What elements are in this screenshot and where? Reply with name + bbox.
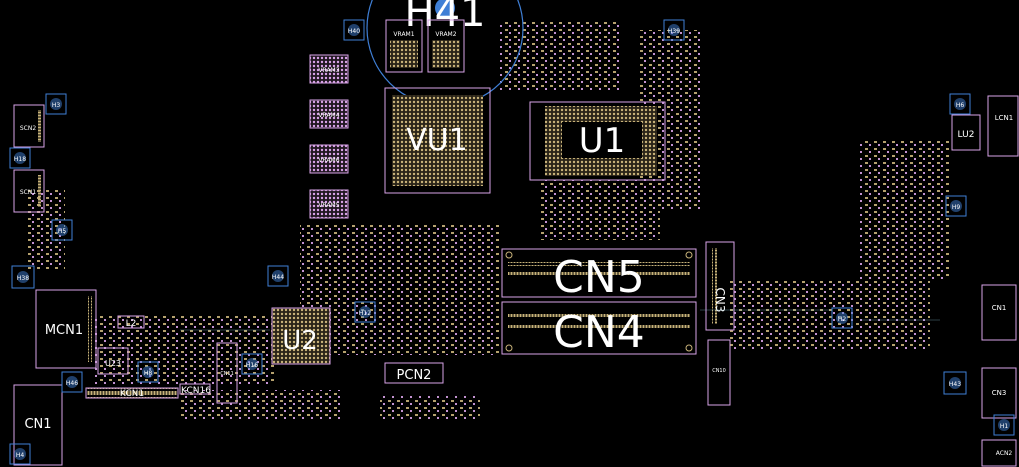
h43-label: H43 — [949, 381, 961, 388]
scn1-label: SCN1 — [20, 189, 36, 196]
connector-cn10[interactable]: CN10 — [707, 339, 731, 406]
mcn1-label: MCN1 — [45, 323, 83, 338]
hole-h6[interactable]: H6 — [949, 93, 971, 115]
hole-h8[interactable]: H8 — [137, 361, 159, 383]
cn10-label: CN10 — [712, 368, 726, 374]
chip-u2[interactable]: U2 — [271, 307, 331, 365]
vram-chip[interactable]: VRAM1 — [385, 19, 423, 73]
h46-label: H46 — [66, 380, 78, 387]
cn3-mid-label: CN3 — [713, 288, 727, 313]
connector-acn2[interactable]: ACN2 — [981, 439, 1017, 467]
l2-label: L2 — [126, 319, 137, 329]
h9-label: H9 — [952, 204, 961, 211]
chip-u23[interactable]: U23 — [97, 347, 129, 375]
acn2-label: ACN2 — [996, 450, 1013, 457]
h6-label: H6 — [956, 102, 965, 109]
h2-label: H2 — [838, 316, 847, 323]
cn1-right-label: CN1 — [992, 304, 1007, 312]
cpu-u1[interactable]: U1 — [529, 101, 666, 181]
cn4-label: CN4 — [553, 307, 645, 358]
h4-label: H4 — [16, 452, 25, 459]
hole-h16[interactable]: H16 — [241, 353, 263, 375]
hole-h12[interactable]: H12 — [354, 301, 376, 323]
hole-h39[interactable]: H39 — [663, 19, 685, 41]
inductor-l2[interactable]: L2 — [117, 315, 145, 329]
h16-label: H16 — [246, 362, 258, 369]
connector-mcn1[interactable]: MCN1 — [35, 289, 97, 369]
connector-lcn1[interactable]: LCN1 — [987, 95, 1019, 157]
cn11-label: CN11 — [220, 371, 234, 377]
dimm-slot-cn4[interactable]: CN4 — [501, 301, 697, 358]
h39-label: H39 — [668, 28, 680, 35]
u2-label: U2 — [282, 326, 318, 356]
h1-label: H1 — [1000, 423, 1009, 430]
vram-chips: VRAM1 VRAM2 VRAM3 VRAM4 VRAM6 VRAM5 — [309, 19, 465, 219]
vram3-label: VRAM3 — [318, 67, 339, 74]
scn2-label: SCN2 — [20, 125, 36, 132]
h40-label: H40 — [348, 28, 360, 35]
h8-label: H8 — [144, 370, 153, 377]
hole-h40[interactable]: H40 — [343, 19, 365, 41]
hole-h5[interactable]: H5 — [51, 219, 73, 241]
cn5-label: CN5 — [553, 252, 645, 303]
hole-h9[interactable]: H9 — [945, 195, 967, 217]
hole-h44[interactable]: H44 — [267, 265, 289, 287]
connector-scn1[interactable]: SCN1 — [13, 169, 45, 213]
vram5-label: VRAM5 — [318, 202, 339, 209]
hole-h2[interactable]: H2 — [831, 307, 853, 329]
gpu-vu1[interactable]: VU1 — [384, 87, 491, 194]
hole-h4[interactable]: H4 — [9, 443, 31, 465]
vram-chip[interactable]: VRAM2 — [427, 19, 465, 73]
hole-h43[interactable]: H43 — [943, 371, 967, 395]
connector-cn3-right[interactable]: CN3 — [981, 367, 1017, 419]
lcn1-label: LCN1 — [995, 114, 1013, 122]
h38-label: H38 — [17, 275, 29, 282]
mounting-holes: H40 H39 H3 H18 H5 H38 — [9, 19, 1015, 465]
connector-cn1-left[interactable]: CN1 — [13, 384, 63, 466]
h12-label: H12 — [359, 310, 371, 317]
cn3-right-label: CN3 — [992, 389, 1007, 397]
h41-label: H41 — [405, 0, 486, 36]
vram1-label: VRAM1 — [393, 31, 414, 38]
connector-pcn2[interactable]: PCN2 — [384, 362, 444, 384]
vram-chip[interactable]: VRAM4 — [309, 99, 349, 129]
vram-chip[interactable]: VRAM3 — [309, 54, 349, 84]
vram4-label: VRAM4 — [318, 112, 339, 119]
h5-label: H5 — [58, 228, 67, 235]
mounting-hole-h41[interactable]: H41 — [366, 0, 524, 107]
connector-cn1-right[interactable]: CN1 — [981, 284, 1017, 341]
hole-h1[interactable]: H1 — [993, 414, 1015, 436]
dimm-slot-cn5[interactable]: CN5 — [501, 248, 697, 303]
h3-label: H3 — [52, 102, 61, 109]
h44-label: H44 — [272, 274, 284, 281]
cn1-left-label: CN1 — [24, 417, 51, 432]
vu1-label: VU1 — [406, 123, 468, 158]
h18-label: H18 — [14, 156, 26, 163]
traces — [180, 309, 940, 331]
u1-label: U1 — [579, 121, 626, 161]
hole-h46[interactable]: H46 — [61, 371, 83, 393]
kcn16-label: KCN16 — [181, 386, 211, 396]
lu2-label: LU2 — [958, 130, 975, 140]
hole-h18[interactable]: H18 — [9, 147, 31, 169]
connector-cn11[interactable]: CN11 — [216, 342, 238, 404]
connector-kcn1[interactable]: KCN1 — [85, 387, 179, 399]
vram2-label: VRAM2 — [435, 31, 456, 38]
vram6-label: VRAM6 — [318, 157, 339, 164]
kcn1-label: KCN1 — [120, 389, 144, 399]
u23-label: U23 — [105, 359, 121, 368]
connector-scn2[interactable]: SCN2 — [13, 104, 45, 148]
connector-cn3-mid[interactable]: CN3 — [705, 241, 735, 331]
chip-lu2[interactable]: LU2 — [951, 114, 981, 151]
vram-chip[interactable]: VRAM5 — [309, 189, 349, 219]
pcn2-label: PCN2 — [397, 368, 432, 383]
hole-h3[interactable]: H3 — [45, 93, 67, 115]
connector-kcn16[interactable]: KCN16 — [179, 383, 211, 396]
vram-chip[interactable]: VRAM6 — [309, 144, 349, 174]
hole-h38[interactable]: H38 — [11, 265, 35, 289]
